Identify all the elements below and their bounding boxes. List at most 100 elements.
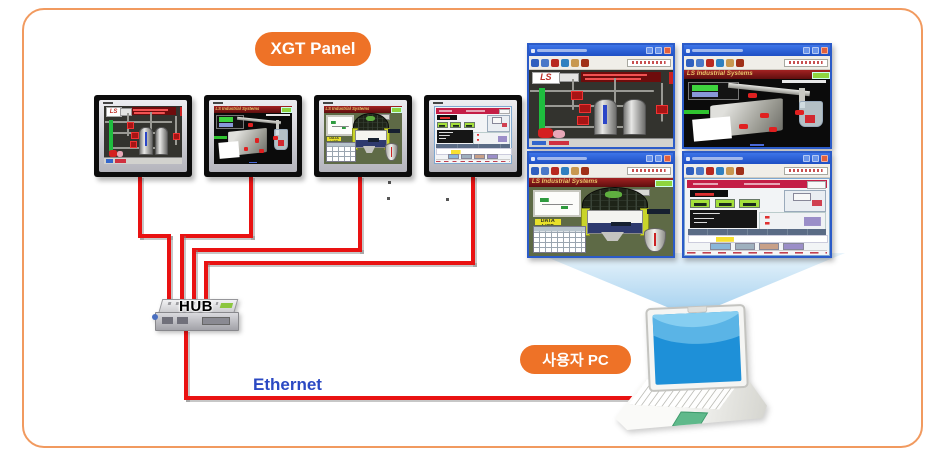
window-toolbar [684, 164, 830, 178]
pc-window-1: LS [527, 43, 675, 149]
form-button [783, 242, 804, 250]
form-header [686, 180, 828, 189]
pc-window-3: LS Industrial Systems DATA LIST [527, 151, 675, 258]
marker-dot [273, 136, 278, 141]
table-header [436, 144, 510, 149]
toolbar-icon [686, 166, 694, 175]
toolbar-icon [706, 58, 714, 67]
address-box [627, 58, 671, 67]
network-cable-segment [138, 234, 171, 238]
robot-arm-support [275, 119, 279, 135]
valve-indicator [129, 140, 138, 149]
toolbar-icon [541, 58, 549, 67]
hub-device: HUB [150, 296, 242, 336]
continuation-dots [387, 197, 390, 200]
marker-dot [259, 148, 264, 153]
control-form-screen [434, 106, 512, 164]
valve-indicator [576, 116, 589, 126]
window-titlebar [684, 153, 830, 164]
toolbar-icon [696, 58, 704, 67]
valve-indicator [126, 121, 135, 129]
toolbar-icon [726, 58, 734, 67]
minimize-icon [803, 47, 810, 54]
toolbar-icon [696, 166, 704, 175]
form-button [710, 242, 731, 250]
window-content: LS Industrial Systems DATA LIST [529, 178, 673, 256]
maximize-icon [812, 155, 819, 162]
button-row [710, 242, 804, 250]
network-cable-segment [358, 176, 362, 252]
green-display [450, 121, 462, 129]
toolbar-icon [581, 58, 589, 67]
menu-strip [435, 158, 511, 164]
maximize-icon [812, 47, 819, 54]
window-toolbar [529, 56, 673, 70]
hub-led [152, 314, 158, 320]
progress-bar [266, 113, 290, 116]
toolbar-icon [736, 166, 744, 175]
toolbar-icon [561, 166, 569, 175]
scada-piping-screen: LS [104, 106, 182, 164]
progress-bar [781, 80, 826, 84]
green-displays [689, 199, 760, 208]
footer-chip [249, 161, 257, 164]
app-titlebar: LS Industrial Systems [684, 70, 830, 80]
window-icon [531, 156, 535, 161]
panel-screen: LS Industrial Systems DATA LIST [324, 106, 402, 164]
window-titlebar [529, 153, 673, 164]
button-strip [529, 138, 673, 147]
green-display [463, 121, 475, 129]
pc-window-2: LS Industrial Systems [682, 43, 832, 149]
mixer-tank-screen: LS Industrial Systems DATA LIST [529, 178, 673, 256]
address-box [784, 58, 828, 67]
network-cable-segment [192, 248, 362, 252]
conveyor-inset-image [533, 190, 581, 218]
mixer-tank-screen: LS Industrial Systems DATA LIST [324, 106, 402, 164]
pump-graphic [108, 149, 118, 158]
laptop-display [652, 311, 742, 385]
toolbar-icon [706, 166, 714, 175]
minimize-icon [803, 155, 810, 162]
green-pipe-graphic [109, 119, 113, 152]
form-button [461, 154, 472, 160]
toolbar-icon [716, 166, 724, 175]
panel-bezel: LS [99, 100, 187, 172]
tank-graphic [622, 98, 647, 135]
data-list-label: DATA LIST [327, 136, 342, 141]
scada-piping-screen: LS [529, 70, 673, 147]
window-content: LS Industrial Systems [684, 70, 830, 147]
network-cable-segment [180, 234, 253, 238]
message-list [689, 209, 757, 228]
toolbar-icon [531, 166, 539, 175]
digit-display [437, 115, 458, 121]
marker-dot [768, 126, 778, 133]
marker-dot [248, 123, 253, 128]
valve-indicator [570, 90, 583, 100]
marker-dot [748, 93, 757, 99]
green-displays [437, 121, 475, 129]
network-cable-segment [471, 176, 475, 265]
pump-graphic [553, 130, 565, 138]
form-button [486, 154, 498, 160]
window-icon [531, 48, 535, 53]
green-display [714, 199, 736, 208]
laptop-screen [645, 303, 749, 393]
network-cable-segment [204, 261, 208, 306]
address-box [627, 166, 671, 175]
indicator-panel [759, 212, 826, 230]
robot-arm-screen: LS Industrial Systems [684, 70, 830, 147]
green-display [739, 199, 760, 208]
window-titlebar [684, 45, 830, 56]
pc-window-4 [682, 151, 832, 258]
xgt-panel-3: LS Industrial Systems DATA LIST [314, 95, 412, 177]
app-titlebar: LS Industrial Systems [529, 178, 673, 188]
tray-graphic [218, 141, 240, 160]
toolbar-icon [551, 58, 559, 67]
network-cable-segment [192, 248, 196, 306]
toolbar-icon [726, 166, 734, 175]
table-row [688, 234, 828, 244]
label-chip [647, 209, 671, 214]
tank-dome-graphic [582, 187, 648, 213]
panel-screen: LS [104, 106, 182, 164]
